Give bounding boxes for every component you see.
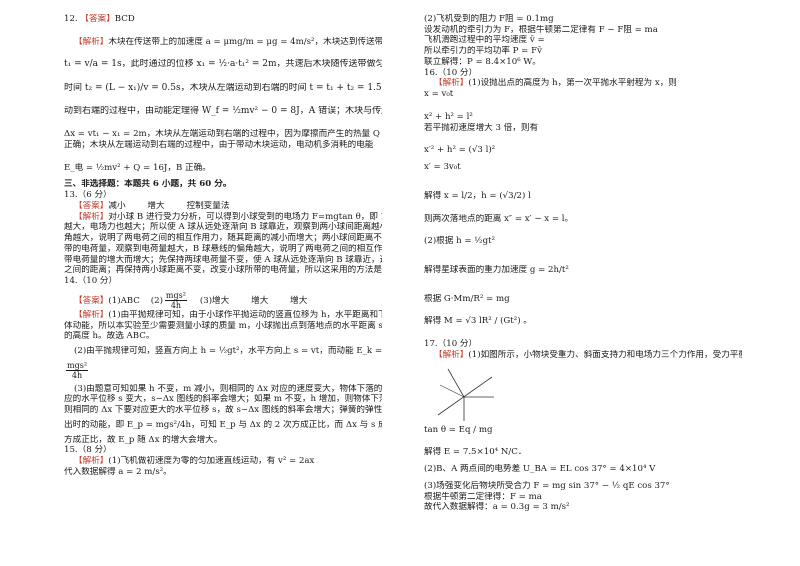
q15-analysis-2: 代入数据解得 a = 2 m/s²。 — [64, 466, 172, 477]
left-column: 12. 【答案】BCD 【解析】木块在传送带上的加速度 a = μmg/m = … — [64, 14, 382, 478]
q13-analysis-6: 之间的距离；再保持两小球距离不变，改变小球所带的电荷量，所以这采用的方法是控制变… — [64, 265, 382, 276]
q12-analysis-7: E_电 = ½mv² + Q = 16J，B 正确。 — [64, 162, 211, 173]
q17-eq-1: tan θ = Eq / mg — [424, 424, 493, 435]
q14-number: 14.（10 分） — [64, 276, 118, 287]
q17-analysis-2: 根据牛顿第二定律得：F = ma — [424, 491, 542, 502]
q16-eq-6: (2)根据 h = ½gt² — [424, 236, 496, 247]
right-column: (2)飞机受到的阻力 F阻 = 0.1mg 设发动机的牵引力为 F，根据牛顿第二… — [424, 14, 742, 513]
q15-part2-2: 设发动机的牵引力为 F，根据牛顿第二定律有 F − F阻 = ma — [424, 24, 658, 35]
q14-analysis-10: 方成正比，故 E_p 随 Δx 的增大会增大。 — [64, 434, 223, 445]
q14-analysis-6: (3)由题意可知如果 h 不变，m 减小，则相同的 Δx 对应的速度变大，物体下… — [74, 383, 382, 394]
q17-analysis-1: 【解析】(1)如图所示，小物块受重力、斜面支持力和电场力三个力作用，受力平衡，则… — [434, 349, 742, 360]
q12-analysis-4: 动到右端的过程中，由动能定理得 W_f = ½mv² − 0 = 8J，A 错误… — [64, 105, 382, 116]
q14-analysis-4: (2)由平抛规律可知，竖直方向上 h = ½gt²，水平方向上 s = vt，而… — [74, 345, 382, 356]
q17-eq-3: (2)B、A 两点间的电势差 U_BA = EL cos 37° = 4×10⁴… — [424, 464, 656, 475]
q15-part2-4: 所以牵引力的平均功率 P = Fv̄ — [424, 46, 542, 57]
q17-analysis-3: 故代入数据解得：a = 0.3g = 3 m/s² — [424, 502, 570, 513]
axis-line — [439, 384, 465, 397]
q16-eq-5: 解得 x = l/2，h = (√3/2) l — [424, 190, 531, 201]
q12-analysis-5: Δx = vt₁ − x₁ = 2m，木块从左端运动到右端的过程中，因为摩擦而产… — [64, 129, 382, 140]
q16-eq-2: x² + h² = l² — [424, 111, 473, 122]
q14-analysis-7: 应的水平位移 s 变大，s−Δx 图线的斜率会增大；如果 m 不变，h 增加，则… — [64, 394, 382, 405]
q16-analysis-1: 【解析】(1)设抛出点的高度为 h，第一次平抛水平射程为 x，则 — [434, 78, 677, 89]
normal-force-arrow — [447, 368, 465, 397]
q12-answer-line: 12. 【答案】BCD — [64, 14, 135, 24]
q16-analysis-4: 解得星球表面的重力加速度 g = 2h/t² — [424, 265, 569, 276]
section-heading: 三、非选择题：本题共 6 小题，共 60 分。 — [64, 179, 232, 190]
q13-answer: 【答案】减小 增大 控制变量法 — [74, 200, 230, 211]
q14-analysis-2: 体动能，所以本实验至少需要测量小球的质量 m，小球抛出点到落地点的水平距离 s，… — [64, 320, 382, 331]
q16-eq-8: 解得 M = √3 lR² / (Gt²) 。 — [424, 316, 532, 327]
q13-analysis-3: 角越大，说明了两电荷之间的相互作用力，随其距离的减小而增大；两小球间距离不变，改… — [64, 233, 382, 244]
force-diagram — [434, 363, 514, 423]
q13-analysis-5: 带电荷量的增大而增大；先保持两球电荷量不变，使 A 球从远处逐渐向 B 球靠近，… — [64, 254, 382, 265]
q13-analysis-1: 【解析】对小球 B 进行受力分析，可以得到小球受到的电场力 F=mgtan θ，… — [74, 211, 382, 222]
q14-analysis-3: 的高度 h。故选 ABC。 — [64, 331, 155, 342]
q12-analysis-1: 【解析】木块在传送带上的加速度 a = μmg/m = μg = 4m/s²，木… — [74, 36, 382, 47]
q16-eq-7: 根据 G·Mm/R² = mg — [424, 293, 510, 304]
q14-analysis-1: 【解析】(1)由平抛规律可知，由于小球作平抛运动的竖直位移为 h，水平距离和下落… — [74, 309, 382, 320]
q16-analysis-2: 若平抛初速度增大 3 倍，则有 — [424, 122, 539, 133]
q16-analysis-3: 则两次落地点的距离 x″ = x′ − x = l。 — [424, 213, 574, 224]
q13-number: 13.（6 分） — [64, 190, 112, 201]
q16-eq-3: x′² + h² = (√3 l)² — [424, 145, 496, 156]
q17-number: 17.（10 分） — [424, 339, 478, 350]
q17-eq-2: 解得 E = 7.5×10⁴ N/C． — [424, 447, 527, 458]
answer-tag: 【答案】 — [80, 14, 115, 24]
force-diagram-svg — [437, 368, 494, 421]
q16-number: 16.（10 分） — [424, 67, 478, 78]
q16-eq-1: x = v₀t — [424, 89, 454, 100]
q15-number: 15.（8 分） — [64, 445, 112, 456]
incline-line — [437, 376, 493, 416]
q13-analysis-4: 带的电荷量，观察到电荷量越大，B 球悬线的偏角越大，说明了两电荷之间的相互作用力… — [64, 243, 382, 254]
q15-part2-5: 联立解得：P = 8.4×10⁶ W。 — [424, 56, 541, 67]
q15-part2-1: (2)飞机受到的阻力 F阻 = 0.1mg — [424, 14, 554, 24]
q15-part2-3: 飞机滑跑过程中的平均速度 v̄ = — [424, 35, 545, 46]
q13-analysis-2: 越大，电场力也越大；所以使 A 球从远处逐渐向 B 球靠近，观察到两小球间距离越… — [64, 222, 382, 233]
q16-eq-4: x′ = 3v₀t — [424, 162, 461, 173]
q12-analysis-3: 时间 t₂ = (L − x₁)/v = 0.5s，木块从左端运动到右端的时间 … — [64, 82, 382, 93]
q14-analysis-9: 出时的动能，即 E_p = mgs²/4h，可知 E_p 与 Δx 的 2 次方… — [64, 419, 382, 430]
q17-eq-4: (3)场强变化后物块所受合力 F = mg sin 37° − ½ qE cos… — [424, 480, 670, 491]
q12-analysis-2: t₁ = v/a = 1s，此时通过的位移 x₁ = ½·a·t₁² = 2m，… — [64, 59, 382, 70]
q15-analysis-1: 【解析】(1)飞机做初速度为零的匀加速直线运动，有 v² = 2ax — [74, 456, 315, 467]
q14-analysis-8: 则相同的 Δx 下要对应更大的水平位移 s，故 s−Δx 图线的斜率会增大；弹簧… — [64, 405, 382, 416]
q12-analysis-6: 正确；木块从左端运动到右端的过程中，由于带动木块运动，电动机多消耗的电能 — [64, 139, 374, 150]
